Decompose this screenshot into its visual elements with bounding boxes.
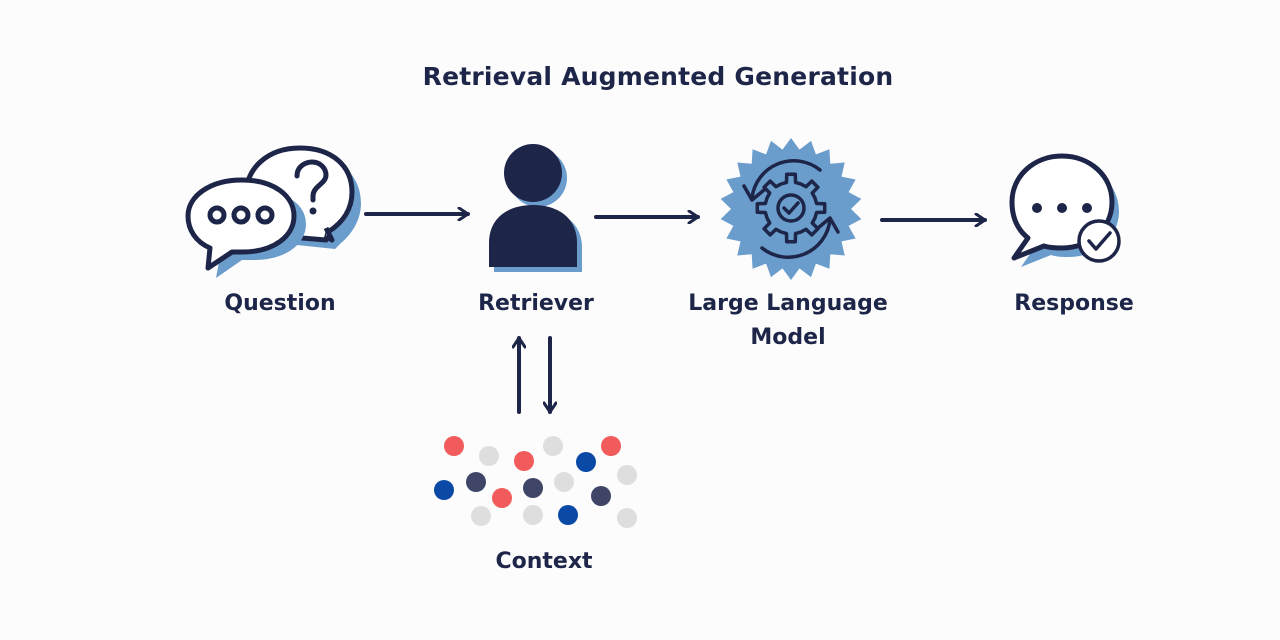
context-dot <box>576 452 596 472</box>
context-dot <box>479 446 499 466</box>
question-chat-icon <box>185 145 361 278</box>
context-dots-icon <box>434 436 637 528</box>
context-dot <box>543 436 563 456</box>
diagram-title: Retrieval Augmented Generation <box>422 62 894 91</box>
context-dot <box>554 472 574 492</box>
context-dot <box>558 505 578 525</box>
context-dot <box>466 472 486 492</box>
gear-badge-icon <box>720 138 862 280</box>
context-dot <box>514 451 534 471</box>
context-dot <box>601 436 621 456</box>
context-dot <box>492 488 512 508</box>
response-chat-icon <box>1009 153 1121 267</box>
context-dot <box>523 478 543 498</box>
node-label-response: Response <box>1014 291 1134 316</box>
node-label-llm-line-1: Large Language <box>688 291 888 316</box>
node-label-retriever: Retriever <box>478 291 594 316</box>
context-dot <box>444 436 464 456</box>
context-dot <box>471 506 491 526</box>
context-dot <box>617 465 637 485</box>
node-label-question: Question <box>224 291 336 316</box>
context-dot <box>617 508 637 528</box>
person-icon <box>489 144 582 272</box>
context-dot <box>434 480 454 500</box>
node-label-llm: Large Language Model <box>660 287 916 355</box>
node-label-context: Context <box>495 549 593 574</box>
context-dot <box>523 505 543 525</box>
context-dot <box>591 486 611 506</box>
node-label-llm-line-2: Model <box>750 325 826 350</box>
